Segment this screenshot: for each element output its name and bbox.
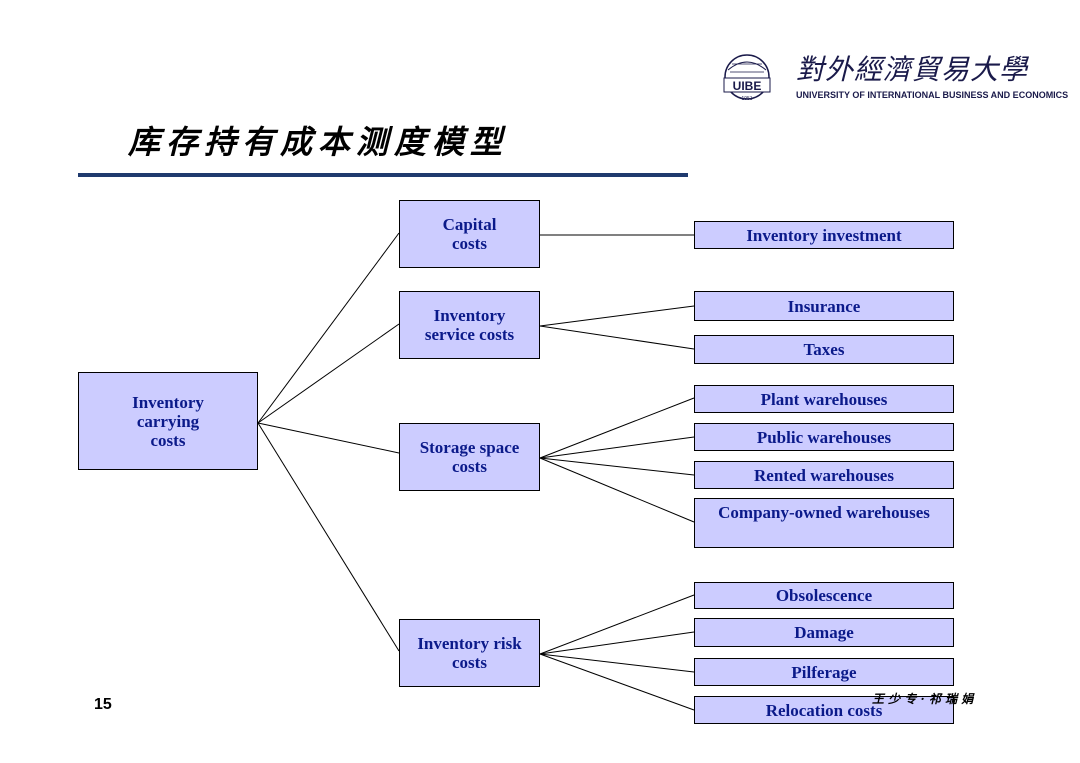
leaf-box-rented-warehouses: Rented warehouses: [694, 461, 954, 489]
university-logo: UIBE 1951 對外經濟貿易大學 UNIVERSITY OF INTERNA…: [718, 46, 1068, 106]
connector-root-capital: [257, 232, 400, 424]
connector-storage-rented: [539, 457, 695, 476]
leaf-box-taxes: Taxes: [694, 335, 954, 364]
leaf-label: Company-owned warehouses: [718, 503, 930, 522]
page-number: 15: [94, 696, 112, 713]
leaf-label: Public warehouses: [756, 427, 892, 447]
category-box-capital: Capital costs: [399, 200, 540, 268]
leaf-box-damage: Damage: [694, 618, 954, 647]
logo-abbr: UIBE: [733, 79, 762, 93]
root-label: Inventory carrying costs: [132, 392, 204, 450]
leaf-label: Damage: [794, 623, 854, 642]
connector-root-storage: [257, 422, 400, 454]
leaf-label: Plant warehouses: [760, 389, 888, 409]
logo-year: 1951: [741, 96, 752, 102]
university-emblem-icon: UIBE 1951: [723, 54, 771, 102]
leaf-label: Relocation costs: [765, 700, 883, 720]
leaf-box-plant-warehouses: Plant warehouses: [694, 385, 954, 413]
connector-storage-company: [539, 457, 695, 523]
leaf-box-insurance: Insurance: [694, 291, 954, 321]
logo-english-name: UNIVERSITY OF INTERNATIONAL BUSINESS AND…: [796, 90, 1069, 100]
leaf-label: Pilferage: [791, 662, 857, 682]
leaf-box-company-owned-warehouses: Company-owned warehouses: [694, 498, 954, 548]
connector-root-service: [257, 323, 400, 424]
connector-risk-relocation: [539, 653, 695, 711]
slide-title: 库存持有成本测度模型: [128, 123, 509, 161]
leaf-label: Rented warehouses: [754, 465, 894, 485]
category-label-risk: Inventory risk costs: [417, 634, 522, 672]
leaf-label: Insurance: [787, 296, 861, 316]
leaf-label: Inventory investment: [746, 225, 902, 245]
connector-service-insurance: [539, 305, 695, 327]
category-label-service: Inventory service costs: [424, 306, 515, 344]
leaf-box-inventory-investment: Inventory investment: [694, 221, 954, 249]
connector-root-risk: [257, 422, 400, 652]
connector-risk-obsolescence: [539, 594, 695, 655]
logo-chinese-name: 對外經濟貿易大學: [796, 53, 1029, 86]
leaf-box-public-warehouses: Public warehouses: [694, 423, 954, 451]
leaf-box-relocation-costs: Relocation costs: [694, 696, 954, 724]
category-label-storage: Storage space costs: [419, 438, 520, 476]
leaf-label: Obsolescence: [775, 586, 873, 605]
category-box-storage: Storage space costs: [399, 423, 540, 491]
leaf-box-obsolescence: Obsolescence: [694, 582, 954, 609]
connector-service-taxes: [539, 325, 695, 350]
title-underline: [78, 173, 688, 177]
connector-storage-public: [539, 436, 695, 459]
category-box-service: Inventory service costs: [399, 291, 540, 359]
category-label-capital: Capital costs: [442, 215, 497, 253]
leaf-label: Taxes: [803, 340, 845, 359]
connector-risk-damage: [539, 631, 695, 655]
author-signature: 王 少 专 · 祁 瑞 娟: [872, 692, 974, 706]
connector-storage-plant: [539, 397, 695, 459]
connector-risk-pilferage: [539, 653, 695, 673]
category-box-risk: Inventory risk costs: [399, 619, 540, 687]
root-box: Inventory carrying costs: [78, 372, 258, 470]
leaf-box-pilferage: Pilferage: [694, 658, 954, 686]
